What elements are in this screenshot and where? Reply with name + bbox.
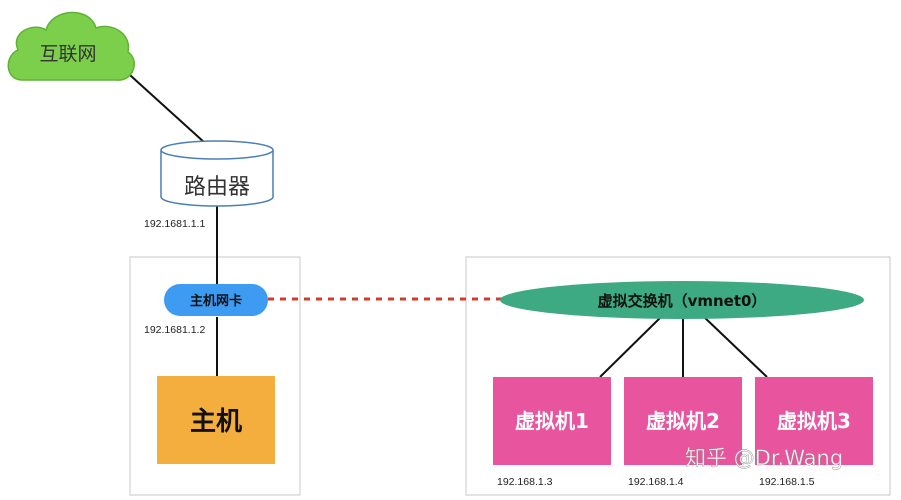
- host-nic-ip: 192.1681.1.2: [144, 324, 205, 336]
- watermark-text: 知乎 @Dr.Wang: [685, 446, 843, 470]
- virtual-frame: [465, 256, 891, 496]
- internet-router-link: [119, 65, 206, 144]
- router-ip: 192.1681.1.1: [144, 218, 205, 230]
- internet-label: 互联网: [39, 43, 96, 65]
- host-label: 主机: [190, 407, 242, 437]
- router-node: 路由器: [160, 140, 274, 207]
- host-frame: [129, 256, 301, 496]
- vm-node: 虚拟机2: [624, 377, 742, 465]
- host-nic-label: 主机网卡: [190, 293, 242, 309]
- vm-ip: 192.168.1.5: [759, 476, 815, 488]
- vm-node: 虚拟机1: [493, 377, 611, 465]
- vm-label: 虚拟机3: [777, 409, 851, 433]
- host-node: 主机: [157, 376, 275, 464]
- vm-label: 虚拟机2: [646, 409, 720, 433]
- vm-ip: 192.168.1.4: [628, 476, 684, 488]
- vm-label: 虚拟机1: [515, 409, 589, 433]
- internet-cloud: 互联网: [7, 11, 135, 81]
- vswitch-vm1-link: [599, 315, 663, 378]
- host-nic-node: 主机网卡: [164, 284, 268, 316]
- vm-ip: 192.168.1.3: [497, 476, 553, 488]
- router-label: 路由器: [184, 175, 250, 200]
- vswitch-vm3-link: [702, 315, 768, 378]
- vswitch-node: 虚拟交换机（vmnet0）: [500, 281, 864, 319]
- vm-node: 虚拟机3: [755, 377, 873, 465]
- vswitch-label: 虚拟交换机（vmnet0）: [598, 292, 767, 310]
